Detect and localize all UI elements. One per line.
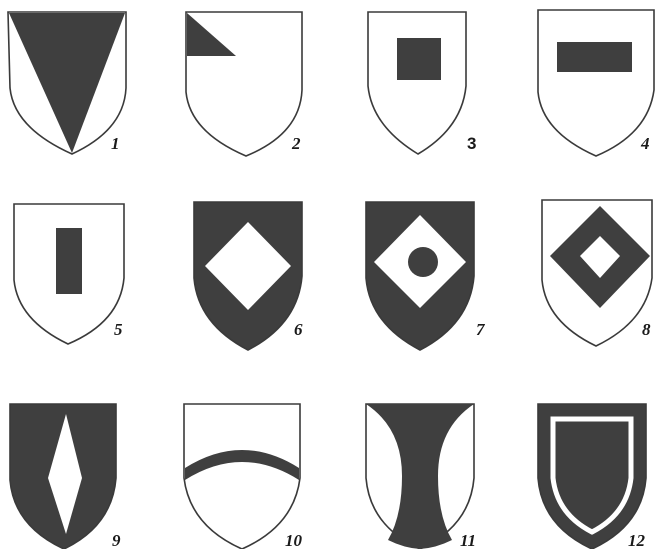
shield-3: 3 xyxy=(368,12,476,154)
shield-number-12: 12 xyxy=(628,531,646,549)
shield-number-9: 9 xyxy=(112,531,121,549)
shield-7: 7 xyxy=(366,202,486,350)
shield-1: 1 xyxy=(8,12,126,154)
shield-10: 10 xyxy=(184,404,303,549)
shield-11: 11 xyxy=(366,404,476,549)
shield-number-8: 8 xyxy=(642,320,651,339)
shield-number-4: 4 xyxy=(640,134,650,153)
shield-8: 8 xyxy=(542,200,652,346)
shield-number-11: 11 xyxy=(460,531,476,549)
shield-12: 12 xyxy=(538,404,646,549)
shield-4: 4 xyxy=(538,10,654,156)
shield-number-6: 6 xyxy=(294,320,303,339)
shield-number-7: 7 xyxy=(476,320,486,339)
shield-number-1: 1 xyxy=(111,134,120,153)
shield-5: 5 xyxy=(14,204,124,344)
shield-9: 9 xyxy=(10,404,121,549)
shield-number-2: 2 xyxy=(291,134,301,153)
shield-number-5: 5 xyxy=(114,320,123,339)
shield-6: 6 xyxy=(194,202,303,350)
shield-2: 2 xyxy=(186,12,302,156)
shield-number-3: 3 xyxy=(467,134,476,153)
shield-number-10: 10 xyxy=(285,531,303,549)
